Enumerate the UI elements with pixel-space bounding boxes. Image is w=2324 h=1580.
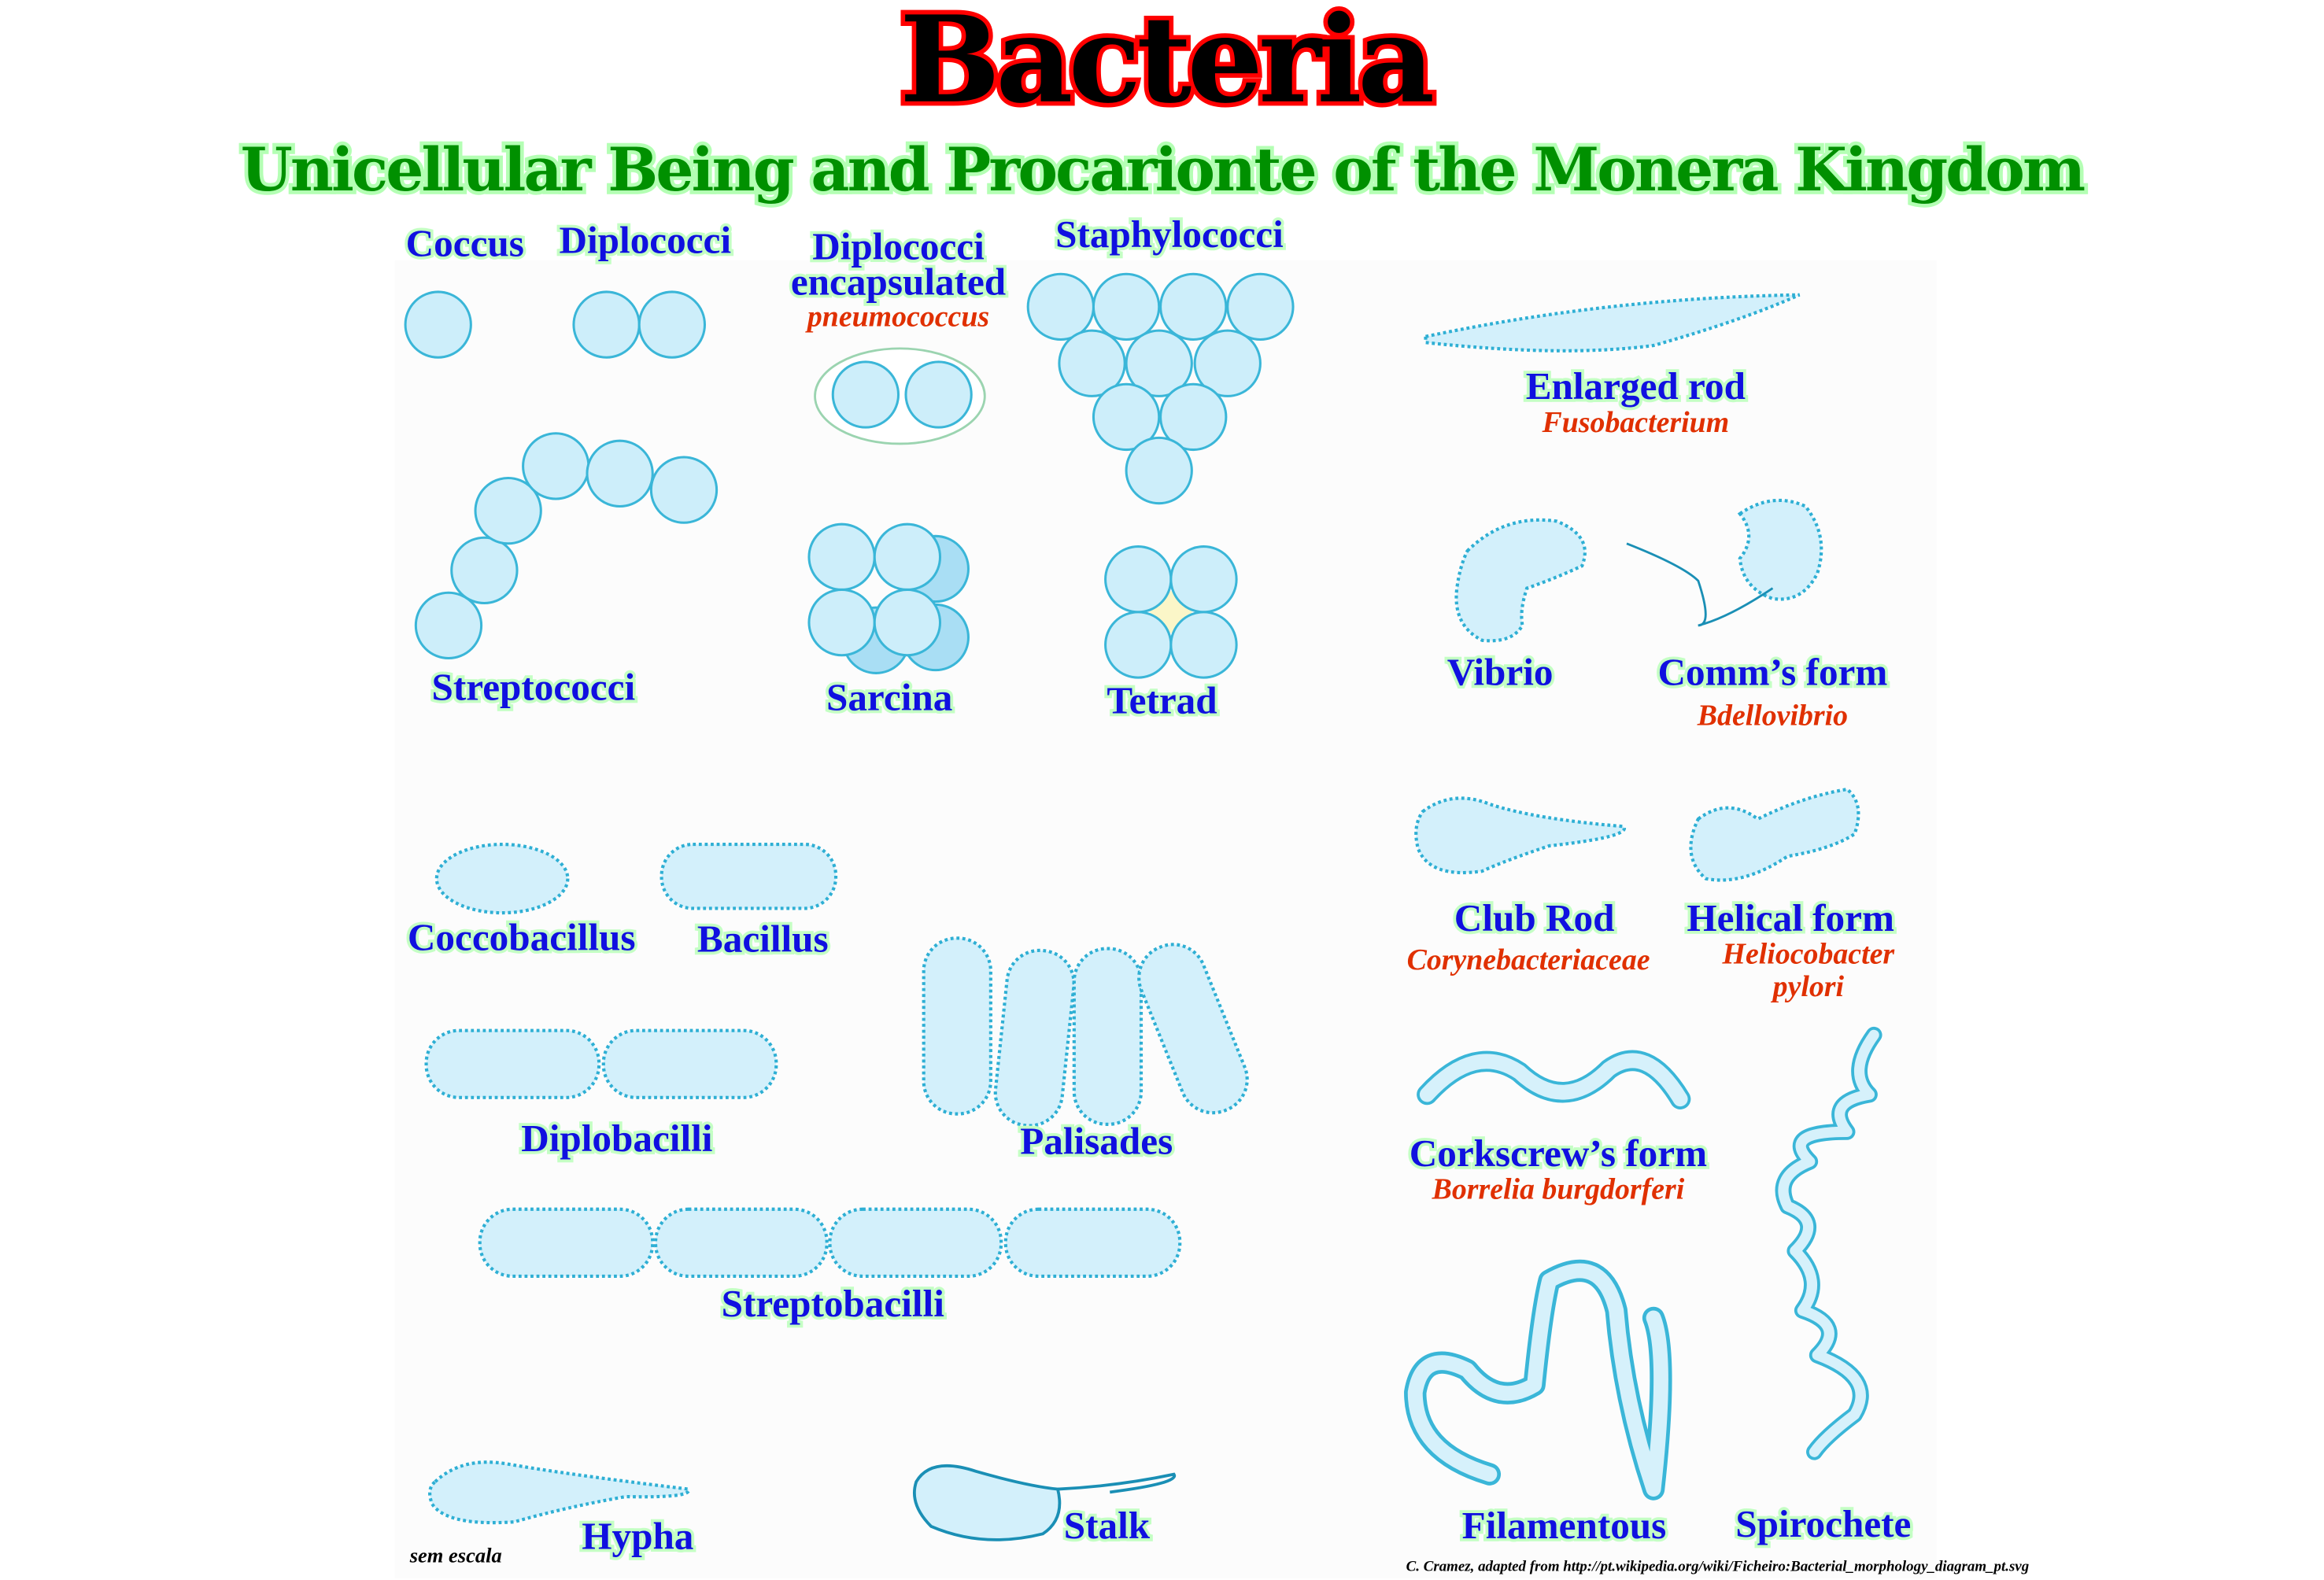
coccobacillus-shape xyxy=(434,842,570,915)
example-corynebacteriaceae: Corynebacteriaceae xyxy=(1407,943,1650,976)
label-hypha: Hypha xyxy=(582,1514,693,1557)
label-coccobacillus: Coccobacillus xyxy=(408,915,636,958)
label-comms-form: Comm’s form xyxy=(1658,651,1888,694)
label-helical-form: Helical form xyxy=(1687,896,1894,940)
label-enlarged-rod: Enlarged rod xyxy=(1526,364,1746,408)
example-pneumococcus: pneumococcus xyxy=(805,300,989,333)
label-streptobacilli: Streptobacilli xyxy=(722,1282,944,1325)
diplobacilli-shape xyxy=(424,1028,778,1099)
label-bacillus: Bacillus xyxy=(697,917,829,960)
subtitle: Unicellular Being and Procarionte of the… xyxy=(241,135,2085,205)
label-diplobacilli: Diplobacilli xyxy=(521,1117,712,1160)
streptobacilli-shape xyxy=(478,1207,1182,1279)
label-diplococci: Diplococci xyxy=(560,219,732,262)
corkscrews-form-shape xyxy=(1417,1050,1691,1109)
streptococci-shape xyxy=(414,432,719,660)
label-filamentous: Filamentous xyxy=(1462,1504,1667,1547)
label-diplococci-encapsulated-1: Diplococci xyxy=(812,224,985,268)
example-fusobacterium: Fusobacterium xyxy=(1542,406,1730,439)
diplococci-encapsulated-shape xyxy=(814,347,986,445)
comms-form-shape xyxy=(1626,498,1823,627)
title: Bacteria xyxy=(900,0,1432,130)
sarcina-shape xyxy=(807,522,970,674)
label-palisades: Palisades xyxy=(1020,1120,1173,1163)
label-club-rod: Club Rod xyxy=(1454,896,1615,940)
spirochete-shape xyxy=(1775,1026,1882,1460)
credit-line: C. Cramez, adapted from http://pt.wikipe… xyxy=(1406,1559,2029,1575)
vibrio-shape xyxy=(1454,518,1587,643)
tetrad-shape xyxy=(1104,545,1238,679)
coccus-shape xyxy=(404,290,472,359)
label-diplococci-encapsulated-2: encapsulated xyxy=(791,260,1006,304)
diplococci-shape xyxy=(572,290,706,359)
filamentous-shape xyxy=(1404,1259,1672,1501)
label-stalk: Stalk xyxy=(1064,1504,1151,1547)
label-streptococci: Streptococci xyxy=(432,666,636,709)
label-sarcina: Sarcina xyxy=(826,676,952,719)
club-rod-shape xyxy=(1414,796,1627,875)
stalk-shape xyxy=(913,1464,1177,1541)
palisades-shape xyxy=(922,936,1249,1128)
helical-form-shape xyxy=(1689,787,1860,882)
staphylococci-shape xyxy=(1026,272,1295,505)
example-bdellovibrio: Bdellovibrio xyxy=(1697,700,1848,733)
label-coccus: Coccus xyxy=(406,222,524,265)
example-heliocobacter: Heliocobacter xyxy=(1722,937,1895,970)
label-tetrad: Tetrad xyxy=(1107,679,1217,722)
label-staphylococci: Staphylococci xyxy=(1055,212,1284,256)
scale-note: sem escala xyxy=(409,1543,502,1567)
label-vibrio: Vibrio xyxy=(1447,651,1554,694)
bacillus-shape xyxy=(660,842,838,910)
example-borrelia: Borrelia burgdorferi xyxy=(1432,1173,1685,1206)
enlarged-rod-shape xyxy=(1424,293,1801,353)
example-pylori: pylori xyxy=(1771,970,1845,1003)
label-spirochete: Spirochete xyxy=(1735,1502,1911,1545)
label-corkscrews-form: Corkscrew’s form xyxy=(1410,1131,1707,1175)
hypha-shape xyxy=(428,1460,690,1525)
